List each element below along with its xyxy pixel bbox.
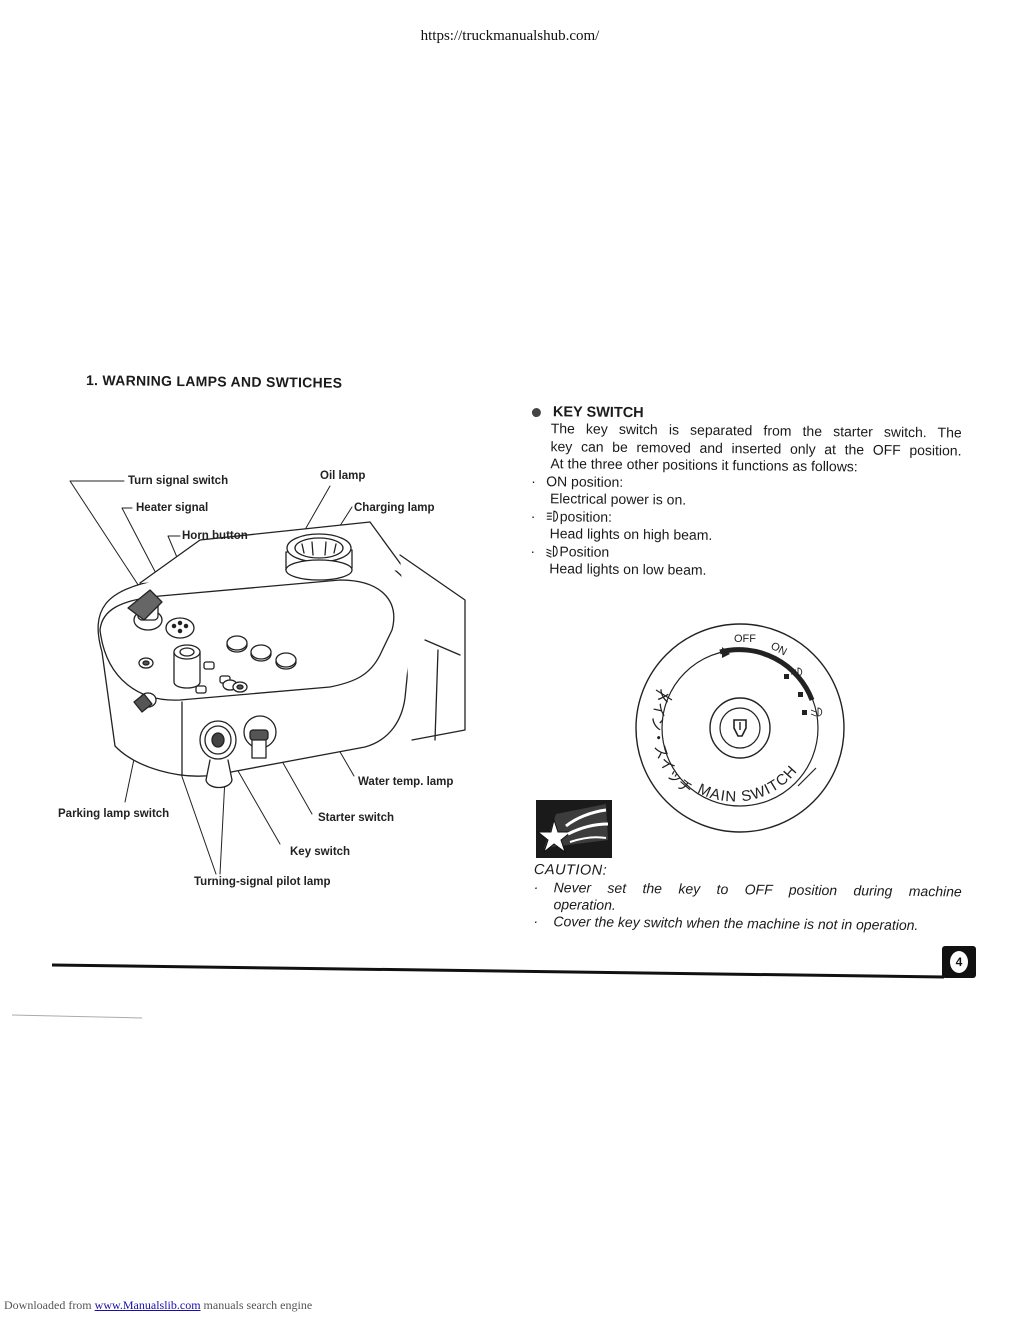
caution-item: · Cover the key switch when the machine … xyxy=(533,913,961,934)
page-number: 4 xyxy=(950,951,968,973)
bottom-rule xyxy=(51,963,945,979)
key-switch-heading-text: KEY SWITCH xyxy=(552,404,644,422)
heater-signal-icon xyxy=(165,617,195,639)
label-turning-signal-pilot-lamp: Turning-signal pilot lamp xyxy=(194,876,331,888)
label-parking-lamp-switch: Parking lamp switch xyxy=(58,808,170,820)
dashboard-diagram xyxy=(69,480,466,875)
label-charging-lamp: Charging lamp xyxy=(354,502,435,514)
footer-suffix: manuals search engine xyxy=(200,1298,313,1312)
caution-bullet: · xyxy=(533,912,539,930)
bullet-icon xyxy=(531,407,541,417)
small-controls xyxy=(138,657,248,694)
dashboard-body xyxy=(97,521,466,777)
list-bullet: · xyxy=(530,507,536,524)
label-turn-signal-switch: Turn signal switch xyxy=(128,475,229,487)
footer: Downloaded from www.Manualslib.com manua… xyxy=(4,1298,312,1313)
footer-prefix: Downloaded from xyxy=(4,1298,95,1312)
list-item: · Position xyxy=(530,542,960,564)
label-key-switch: Key switch xyxy=(290,846,351,858)
dial-high-beam-icon xyxy=(791,667,803,677)
page-url-header: https://truckmanualshub.com/ xyxy=(420,28,600,44)
parking-lamp-switch-icon xyxy=(133,692,157,713)
page-number-badge: 4 xyxy=(942,946,976,978)
list-item: · position: xyxy=(531,507,961,529)
label-water-temp-lamp: Water temp. lamp xyxy=(358,776,454,788)
horn-button-icon xyxy=(173,644,201,689)
fuel-cap-icon xyxy=(285,533,353,581)
list-bullet: · xyxy=(531,472,536,489)
label-horn-button: Horn button xyxy=(182,530,248,542)
key-switch-section: KEY SWITCH The key switch is separated f… xyxy=(530,404,962,582)
footer-link[interactable]: www.Manualslib.com xyxy=(94,1298,201,1312)
section-title: 1. WARNING LAMPS AND SWTICHES xyxy=(85,372,343,391)
scan-mark xyxy=(11,1014,143,1019)
warning-lamps xyxy=(226,635,297,670)
caution-item: · Never set the key to OFF position duri… xyxy=(533,878,962,917)
high-beam-icon xyxy=(546,510,559,523)
main-switch-dial: OFF ON MAIN SWITCH メイン・スイッチ xyxy=(635,623,845,833)
label-heater-signal: Heater signal xyxy=(136,502,209,514)
list-item-desc: Head lights on low beam. xyxy=(549,560,707,578)
caution-bullet: · xyxy=(533,878,539,896)
label-starter-switch: Starter switch xyxy=(318,812,395,824)
key-switch-body: The key switch is separated from the sta… xyxy=(530,420,961,582)
label-oil-lamp: Oil lamp xyxy=(320,470,366,482)
starter-switch-icon xyxy=(243,715,277,759)
low-beam-icon xyxy=(546,545,558,558)
turn-signal-switch-icon xyxy=(127,589,163,631)
caution-section: CAUTION: · Never set the key to OFF posi… xyxy=(533,862,962,934)
caution-line: Cover the key switch when the machine is… xyxy=(553,913,919,934)
dial-off-label: OFF xyxy=(734,633,756,645)
list-item-title: position: xyxy=(559,507,613,525)
caution-star-icon xyxy=(536,800,612,858)
list-item-title: ON position: xyxy=(546,472,624,490)
dial-position-arc xyxy=(719,647,815,701)
key-switch-icon xyxy=(199,720,237,789)
list-item-title: Position xyxy=(559,542,610,560)
list-bullet: · xyxy=(530,542,536,559)
dial-low-beam-icon xyxy=(810,707,823,717)
